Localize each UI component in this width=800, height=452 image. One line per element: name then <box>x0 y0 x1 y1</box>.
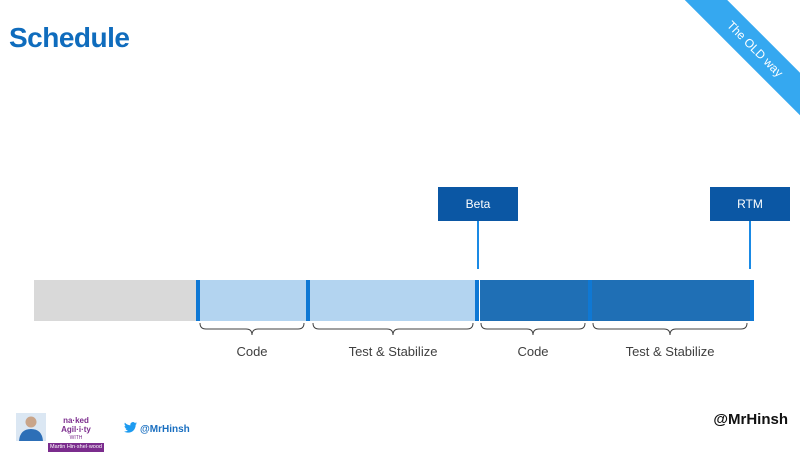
timeline-segment-stabilize-2 <box>592 280 750 321</box>
phase-brace <box>312 322 474 336</box>
presenter-handle: @MrHinsh <box>713 411 788 428</box>
naked-agility-logo: na·ked Agil·i·ty WITH Martin Hin·shel·wo… <box>48 416 104 452</box>
phase-brace <box>199 322 305 336</box>
milestone-rtm: RTM <box>710 187 790 221</box>
phase-brace <box>592 322 748 336</box>
timeline-segment-prior <box>34 280 196 321</box>
timeline-divider <box>306 280 310 321</box>
phase-label-code-1: Code <box>236 344 268 359</box>
phase-label-stabilize-2: Test & Stabilize <box>625 344 715 359</box>
brand-with-text: WITH <box>69 435 83 441</box>
timeline-divider <box>750 280 754 321</box>
milestone-rtm-marker <box>749 221 751 269</box>
slide-title: Schedule <box>9 22 130 53</box>
timeline-divider <box>196 280 200 321</box>
timeline-segment-stabilize-1 <box>310 280 475 321</box>
twitter-handle: @MrHinsh <box>140 423 190 435</box>
twitter-link[interactable]: @MrHinsh <box>124 422 190 436</box>
timeline-segment-code-1 <box>200 280 306 321</box>
twitter-bird-icon <box>124 422 137 436</box>
phase-brace <box>480 322 586 336</box>
milestone-beta: Beta <box>438 187 518 221</box>
timeline-segment-code-2 <box>480 280 588 321</box>
phase-label-stabilize-1: Test & Stabilize <box>348 344 438 359</box>
milestone-beta-marker <box>477 221 479 269</box>
timeline-divider <box>588 280 592 321</box>
timeline-divider <box>475 280 479 321</box>
phase-label-code-2: Code <box>517 344 549 359</box>
brand-main-text: na·ked Agil·i·ty <box>61 416 91 434</box>
brand-name-text: Martin Hin·shel·wood <box>48 443 104 452</box>
presenter-avatar <box>16 413 46 441</box>
